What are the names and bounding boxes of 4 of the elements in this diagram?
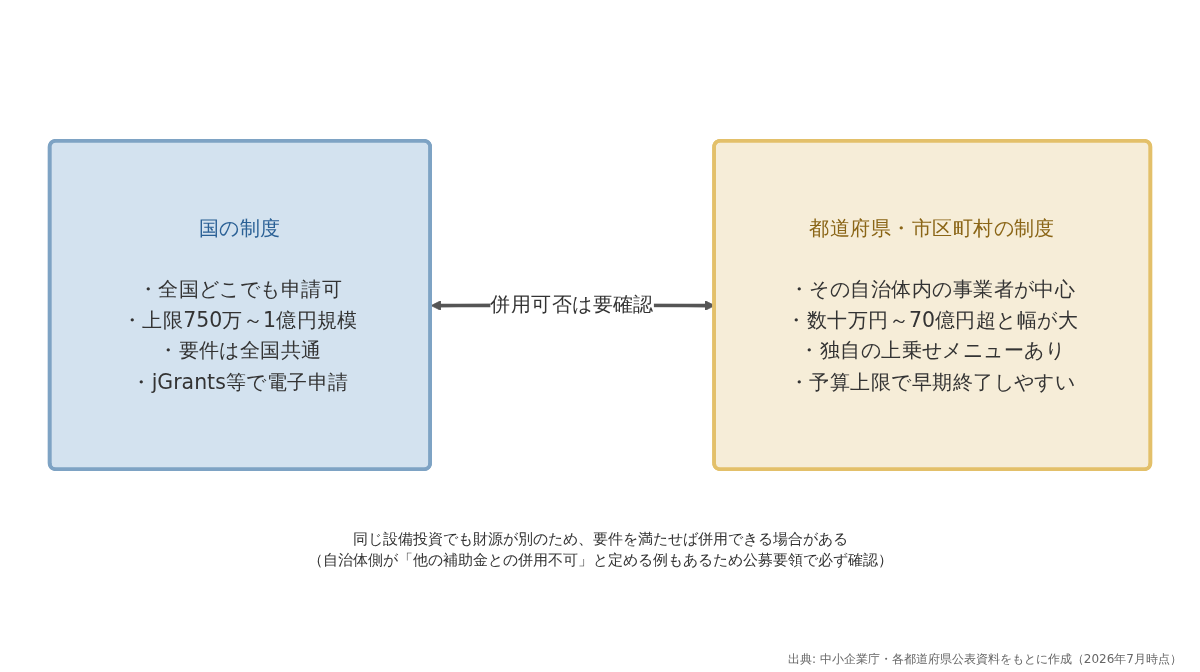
caption-text: 同じ設備投資でも財源が別のため、要件を満たせば併用できる場合がある bbox=[351, 530, 849, 549]
source-note: 出典: 中小企業庁・各都道府県公表資料をもとに作成（2026年7月時点） bbox=[787, 651, 1182, 668]
edge-label: 併用可否は要確認 bbox=[490, 292, 654, 317]
note-text: （自治体側が「他の補助金との併用不可」と定める例もあるため公募要領で必ず確認） bbox=[306, 551, 894, 570]
